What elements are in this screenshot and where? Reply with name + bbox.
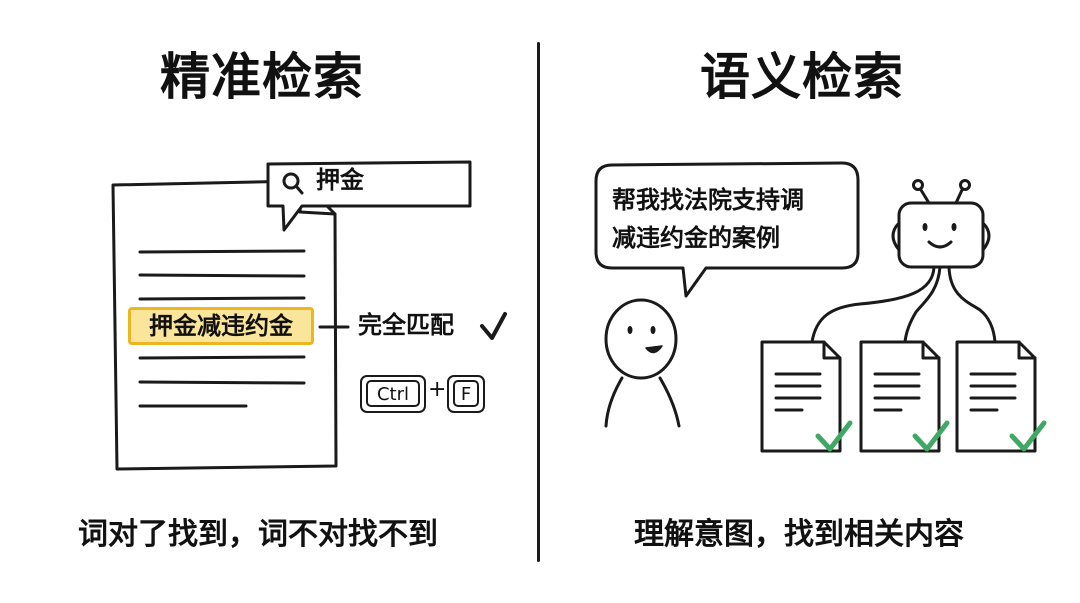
title-semantic-search: 语义检索 <box>700 48 904 106</box>
document-icon <box>859 340 941 453</box>
caption-exact-search: 词对了找到，词不对找不到 <box>78 517 438 552</box>
checkmark-icon <box>1009 420 1047 452</box>
document-text-lines <box>138 249 306 408</box>
highlighted-term: 押金减违约金 <box>128 307 314 345</box>
ctrl-key: Ctrl <box>360 375 426 413</box>
search-query: 押金 <box>316 166 364 194</box>
shortcut-plus: + <box>428 377 447 402</box>
document-icon <box>760 340 842 453</box>
caption-semantic-search: 理解意图，找到相关内容 <box>634 517 964 552</box>
speech-bubble <box>594 161 860 298</box>
panel-divider <box>537 42 540 562</box>
speech-bubble-line-2: 减违约金的案例 <box>612 224 780 252</box>
title-exact-search: 精准检索 <box>160 48 364 106</box>
checkmark-icon <box>480 312 507 340</box>
exact-match-label: 完全匹配 <box>358 311 454 339</box>
checkmark-icon <box>912 420 950 452</box>
f-key-label: F <box>453 380 479 407</box>
robot-icon <box>891 179 991 269</box>
speech-bubble-line-1: 帮我找法院支持调 <box>612 186 804 214</box>
search-icon <box>282 172 304 195</box>
ctrl-key-label: Ctrl <box>366 380 420 407</box>
document-icon <box>955 340 1037 453</box>
person-icon <box>604 298 681 428</box>
robot-connections <box>810 265 997 344</box>
search-box <box>266 160 472 232</box>
f-key: F <box>447 375 485 413</box>
checkmark-icon <box>815 420 853 452</box>
